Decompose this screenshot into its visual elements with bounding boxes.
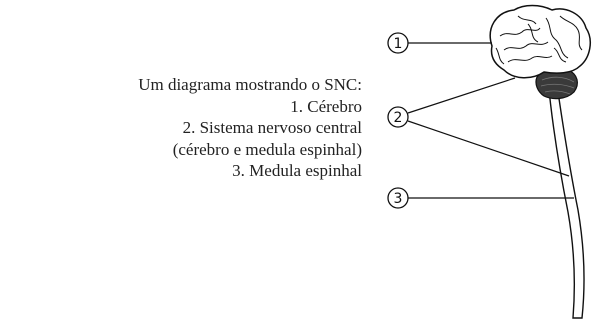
callout-2-number: 2: [394, 110, 403, 126]
caption-item-cns: 2. Sistema nervoso central: [182, 118, 362, 137]
caption-title: Um diagrama mostrando o SNC:: [138, 75, 362, 94]
callout-3: 3: [387, 187, 574, 209]
callout-3-number: 3: [394, 191, 403, 207]
diagram-caption: Um diagrama mostrando o SNC: 1. Cérebro …: [8, 74, 362, 182]
caption-item-cns-detail: (cérebro e medula espinhal): [172, 139, 362, 159]
callout-2-leader-brain: [407, 77, 516, 114]
caption-item-brain: 1. Cérebro: [290, 96, 362, 116]
callout-1: 1: [387, 32, 492, 54]
callout-2-leader-cord: [407, 120, 570, 177]
caption-item-spinal-cord: 3. Medula espinhal: [232, 161, 362, 180]
callout-1-number: 1: [394, 36, 403, 52]
callout-2: 2: [387, 77, 570, 177]
brain: [489, 4, 592, 79]
callout-2-circle: [387, 106, 409, 128]
